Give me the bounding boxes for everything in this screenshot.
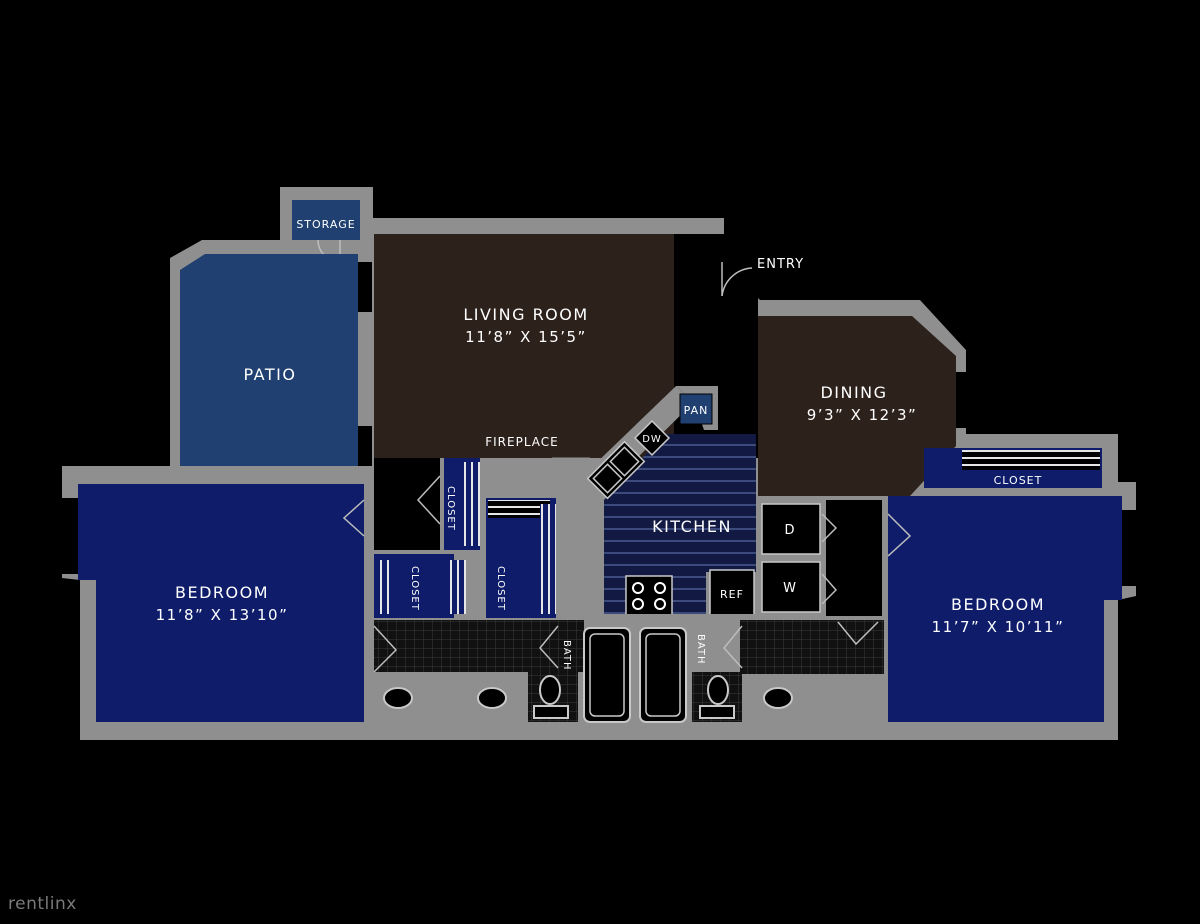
refrigerator xyxy=(709,569,755,617)
dishwasher-label: DW xyxy=(642,434,662,445)
entry[interactable]: ENTRY xyxy=(721,257,804,297)
bedroom-right-dims: 11’7” X 10’11” xyxy=(932,618,1065,636)
watermark: rentlinx xyxy=(8,894,77,914)
bedroom-left: BEDROOM 11’8” X 13’10” xyxy=(62,484,365,722)
bedroom-left-dims: 11’8” X 13’10” xyxy=(156,606,289,624)
kitchen-sink xyxy=(586,440,646,500)
dining-label: DINING xyxy=(820,383,887,402)
bath-right-label: BATH xyxy=(695,634,706,665)
sink xyxy=(383,687,413,709)
living-room-label: LIVING ROOM xyxy=(463,305,588,324)
closet-label: CLOSET xyxy=(495,566,506,611)
bedroom-left-label: BEDROOM xyxy=(175,583,269,602)
bath-door[interactable] xyxy=(373,625,398,673)
closet-door[interactable] xyxy=(416,475,441,525)
storage-room: STORAGE xyxy=(292,200,360,263)
laundry-door[interactable] xyxy=(821,513,838,543)
bedroom-right-label: BEDROOM xyxy=(951,595,1045,614)
patio-label: PATIO xyxy=(244,365,297,384)
pantry-label: PAN xyxy=(684,404,709,417)
fireplace-label: FIREPLACE xyxy=(485,435,559,449)
dryer-label: D xyxy=(784,523,795,538)
bathtub xyxy=(639,627,687,723)
dining-room: DINING 9’3” X 12’3” xyxy=(758,316,970,496)
closets: CLOSET CLOSET CLOSET CLOSET xyxy=(374,448,1102,618)
kitchen-label: KITCHEN xyxy=(652,517,732,536)
dining-dims: 9’3” X 12’3” xyxy=(807,406,918,424)
closet-right-label: CLOSET xyxy=(994,474,1043,487)
bath-door[interactable] xyxy=(723,625,743,669)
toilet-tank xyxy=(699,705,735,719)
bedroom-right-door[interactable] xyxy=(887,513,912,557)
living-room-dims: 11’8” X 15’5” xyxy=(465,328,587,346)
dining-window xyxy=(956,372,970,428)
sink xyxy=(763,687,793,709)
bath-left-label: BATH xyxy=(561,640,572,671)
kitchen: PAN DW KITCHEN REF xyxy=(564,386,756,620)
patio: PATIO xyxy=(180,254,372,466)
washer xyxy=(761,561,821,613)
sink xyxy=(477,687,507,709)
patio-window xyxy=(358,262,372,312)
bedroom-window xyxy=(1122,510,1138,586)
washer-label: W xyxy=(783,581,797,596)
bedroom-window xyxy=(62,498,78,574)
toilet xyxy=(707,675,729,705)
toilet xyxy=(539,675,561,705)
entry-door[interactable] xyxy=(721,267,753,297)
dishwasher: DW xyxy=(633,419,671,457)
patio-window xyxy=(358,426,372,466)
refrigerator-label: REF xyxy=(720,588,744,601)
closet-label: CLOSET xyxy=(409,566,420,611)
laundry-door[interactable] xyxy=(821,573,838,605)
bathtub xyxy=(583,627,631,723)
bath-door[interactable] xyxy=(539,625,559,669)
laundry: D W xyxy=(756,496,882,620)
dryer xyxy=(761,503,821,555)
bath-door[interactable] xyxy=(837,621,879,646)
storage-label: STORAGE xyxy=(296,218,355,231)
bath-left: BATH xyxy=(373,620,631,723)
pantry[interactable] xyxy=(679,393,713,425)
bedroom-right: BEDROOM 11’7” X 10’11” xyxy=(887,496,1138,722)
closet-label: CLOSET xyxy=(445,486,456,531)
range xyxy=(625,575,673,617)
bedroom-left-door[interactable] xyxy=(342,499,365,537)
toilet-tank xyxy=(533,705,569,719)
bath-right: BATH xyxy=(639,620,884,723)
entry-label: ENTRY xyxy=(757,257,804,272)
